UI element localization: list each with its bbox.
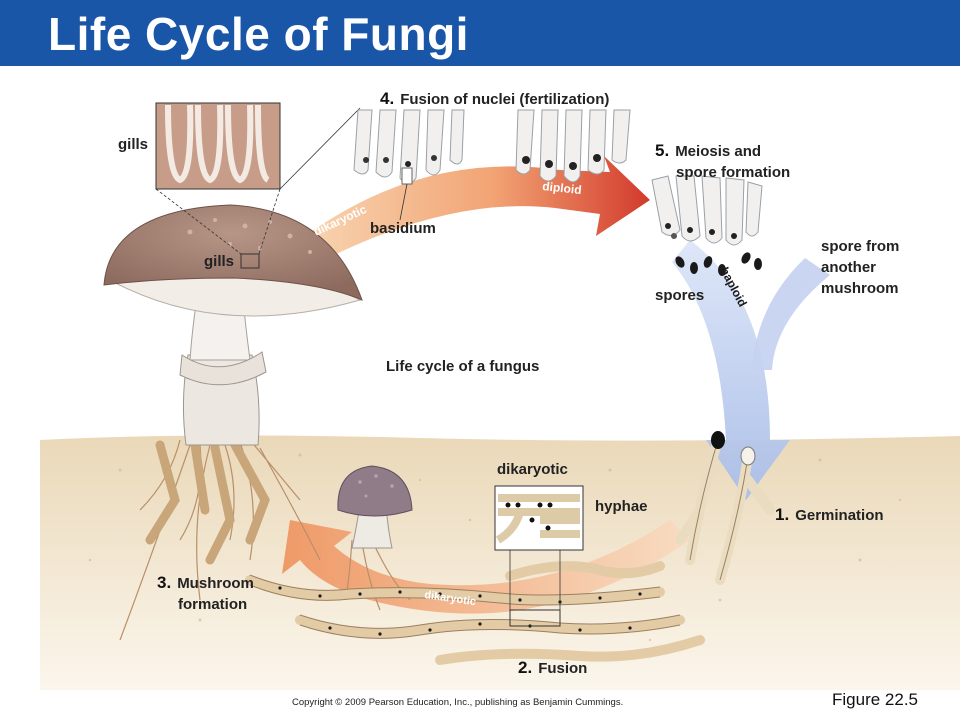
spore-other-line2: another — [821, 259, 877, 276]
step-number-4: 4. — [380, 89, 395, 108]
label-meiosis: 5. Meiosis and spore formation — [655, 140, 790, 183]
label-dikaryotic-hyphae-line1: dikaryotic — [497, 461, 568, 478]
germination-text: Germination — [795, 507, 884, 524]
label-germination: 1. Germination — [775, 504, 884, 526]
young-mushroom-cap — [337, 465, 413, 517]
fusion-text: Fusion — [538, 660, 588, 677]
mushroom-line2: formation — [178, 596, 248, 613]
label-gills-top: gills — [118, 136, 149, 153]
figure-number: Figure 22.5 — [832, 690, 918, 709]
step-number-2: 2. — [518, 658, 533, 677]
step-number-5: 5. — [655, 141, 670, 160]
soil — [40, 435, 960, 690]
meiosis-line2: spore formation — [676, 164, 791, 181]
gills-selection-box — [240, 253, 260, 269]
label-gills-cap: gills — [204, 253, 235, 270]
arrow-dikaryotic-top — [300, 156, 650, 262]
step-number-1: 1. — [775, 505, 790, 524]
label-mushroom-formation: 3. Mushroom formation — [157, 572, 254, 615]
label-dikaryotic-hyphae-line2: hyphae — [595, 498, 648, 515]
dikaryotic-hyphae-inset — [494, 485, 584, 627]
mushroom-ring — [179, 351, 267, 386]
spore-other-line3: mushroom — [821, 280, 899, 297]
arrow-label-diploid: diploid — [542, 179, 583, 197]
title-bar: Life Cycle of Fungi — [0, 0, 960, 66]
spore-cluster — [675, 252, 762, 276]
young-mushroom — [337, 465, 413, 611]
cap-spots — [187, 218, 312, 254]
label-spore-other: spore from another mushroom — [821, 236, 899, 299]
step-number-3: 3. — [157, 573, 172, 592]
mushroom-cap — [103, 204, 363, 301]
page-title: Life Cycle of Fungi — [48, 8, 469, 60]
mushroom-line1: Mushroom — [177, 575, 254, 592]
fungi-life-cycle-diagram: dikaryotic diploid haploid dikaryotic — [40, 102, 960, 690]
label-basidium: basidium — [370, 220, 436, 237]
label-spores: spores — [655, 287, 705, 304]
mushroom-hyphae — [145, 440, 270, 565]
label-fusion: 2. Fusion — [518, 657, 587, 679]
basidia-fusion — [279, 107, 465, 221]
basidia-meiosis — [651, 175, 763, 276]
basidia-diploid — [515, 109, 631, 183]
fusion-nuclei-text: Fusion of nuclei (fertilization) — [400, 91, 610, 108]
arrow-haploid — [672, 240, 790, 500]
germination-hyphae — [675, 431, 775, 585]
meiosis-line1: Meiosis and — [675, 143, 762, 160]
gills-inset — [155, 102, 281, 255]
copyright-notice: Copyright © 2009 Pearson Education, Inc.… — [292, 697, 624, 708]
hyphae-nuclei — [278, 586, 642, 636]
mature-mushroom — [103, 204, 363, 641]
hyphae-outline — [249, 574, 681, 639]
soil-specks — [88, 453, 902, 642]
arrow-spore-other — [752, 258, 830, 370]
label-fusion-nuclei: 4. Fusion of nuclei (fertilization) — [380, 88, 609, 110]
label-center: Life cycle of a fungus — [386, 358, 540, 375]
spore-other-line1: spore from — [821, 238, 900, 255]
